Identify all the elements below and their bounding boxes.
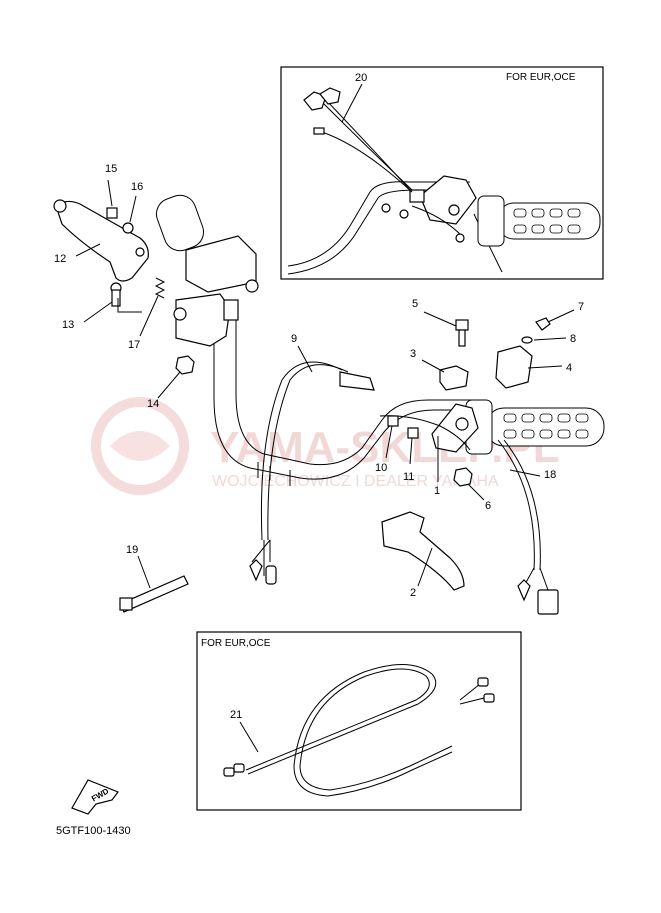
cable-18 xyxy=(497,439,559,615)
callout-14: 14 xyxy=(147,398,159,410)
watermark-dealer: WOJCIECHOWICZ I DEALER YAMAHA xyxy=(212,473,499,490)
callout-6: 6 xyxy=(485,500,491,512)
callout-15: 15 xyxy=(105,163,117,175)
lever-holder-1 xyxy=(431,403,479,453)
callout-5: 5 xyxy=(412,298,418,310)
callout-1: 1 xyxy=(434,485,440,497)
screw-7 xyxy=(535,317,551,331)
nut-6 xyxy=(453,467,473,487)
inset-top: FOR EUR,OCE 20 xyxy=(280,66,604,280)
bracket-4 xyxy=(495,345,533,389)
callout-3: 3 xyxy=(410,348,416,360)
nut-14 xyxy=(175,355,195,375)
clip-10 xyxy=(387,415,399,427)
inset-top-note: FOR EUR,OCE xyxy=(506,72,576,83)
callout-8: 8 xyxy=(570,333,576,345)
callout-12: 12 xyxy=(54,253,66,265)
cable-9 xyxy=(249,361,375,585)
callout-13: 13 xyxy=(62,319,74,331)
part-code: 5GTF100-1430 xyxy=(56,825,131,837)
callout-19: 19 xyxy=(126,544,138,556)
inset-bottom: FOR EUR,OCE 21 xyxy=(196,631,522,811)
washer-8 xyxy=(521,336,533,344)
callout-9: 9 xyxy=(291,333,297,345)
callout-16: 16 xyxy=(131,181,143,193)
callout-11: 11 xyxy=(403,471,414,483)
callout-17: 17 xyxy=(128,339,140,351)
master-cylinder xyxy=(173,235,259,347)
callout-21: 21 xyxy=(230,709,242,721)
callout-4: 4 xyxy=(566,362,572,374)
spring-17 xyxy=(154,277,166,299)
inset-bottom-note: FOR EUR,OCE xyxy=(201,638,271,649)
screw-15 xyxy=(106,207,118,219)
fwd-arrow-icon: FWD xyxy=(71,779,119,815)
callout-2: 2 xyxy=(410,587,416,599)
cable-tie-19 xyxy=(119,575,189,613)
callout-18: 18 xyxy=(544,469,556,481)
callout-7: 7 xyxy=(578,301,584,313)
main-assembly: 15 16 12 13 17 14 9 5 3 7 8 4 10 11 1 6 … xyxy=(53,163,605,615)
left-grip xyxy=(155,194,205,252)
callout-10: 10 xyxy=(375,462,387,474)
bolt-5 xyxy=(455,319,469,347)
front-brake-lever xyxy=(53,199,149,282)
clutch-lever-2 xyxy=(381,511,465,591)
callout-20: 20 xyxy=(355,72,367,84)
bolt-13 xyxy=(110,282,122,307)
clip-11 xyxy=(407,427,419,439)
nut-16 xyxy=(122,222,134,234)
switch-3 xyxy=(439,365,469,391)
right-grip xyxy=(465,399,605,455)
